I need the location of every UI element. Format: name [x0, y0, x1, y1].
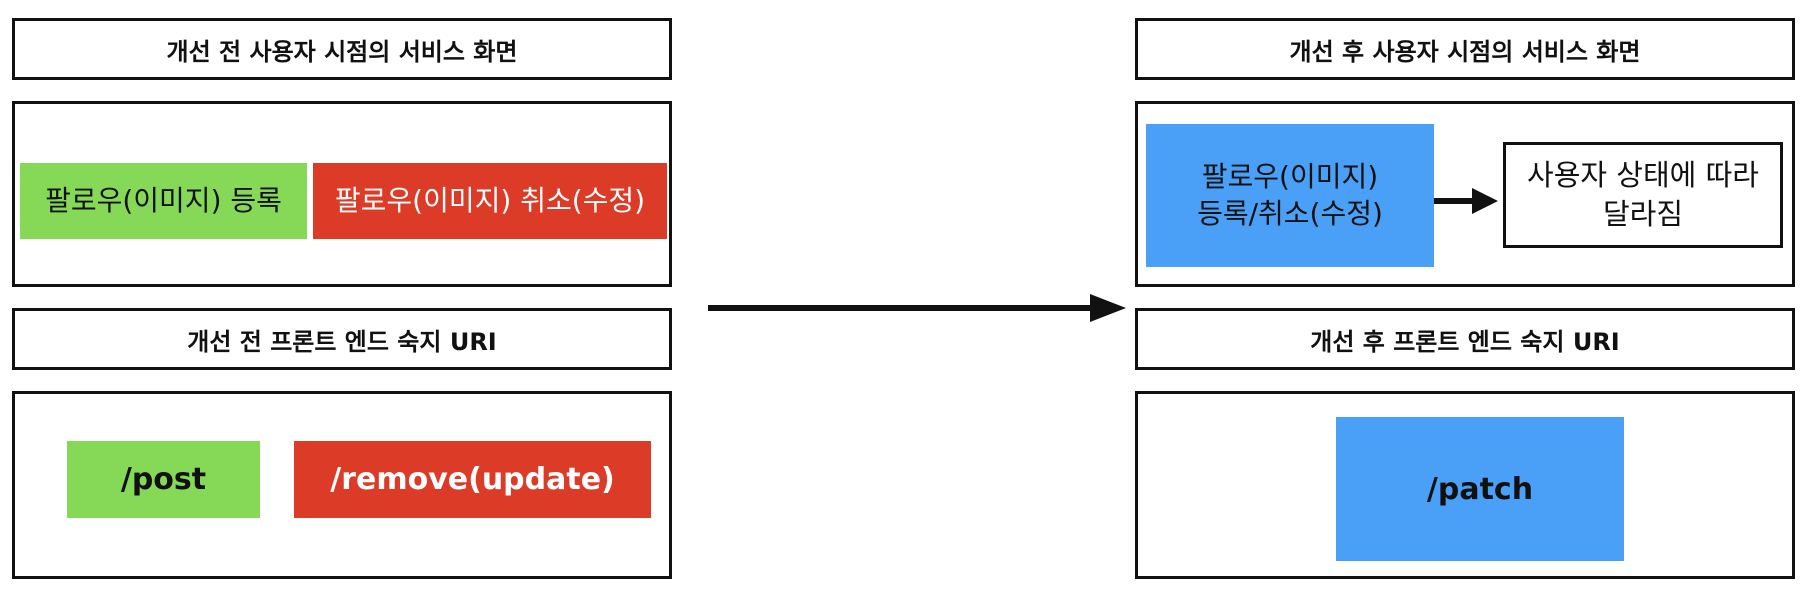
- before-screen-panel: 팔로우(이미지) 등록 팔로우(이미지) 취소(수정): [12, 101, 672, 287]
- after-uri-patch-label: /patch: [1426, 471, 1534, 507]
- before-uri-remove-label: /remove(update): [330, 462, 615, 497]
- before-uri-post-label: /post: [120, 462, 207, 497]
- before-screen-title-box: 개선 전 사용자 시점의 서비스 화면: [12, 18, 672, 80]
- before-screen-title: 개선 전 사용자 시점의 서비스 화면: [166, 37, 518, 66]
- transition-arrow: [708, 294, 1126, 322]
- before-follow-register-label: 팔로우(이미지) 등록: [45, 183, 282, 217]
- state-arrow-head: [1472, 188, 1498, 214]
- state-note-box: 사용자 상태에 따라 달라짐: [1503, 142, 1783, 248]
- after-uri-title: 개선 후 프론트 엔드 숙지 URI: [1310, 327, 1620, 356]
- before-follow-cancel-label: 팔로우(이미지) 취소(수정): [334, 183, 646, 217]
- before-uri-post-block: /post: [67, 441, 260, 518]
- before-follow-cancel-block: 팔로우(이미지) 취소(수정): [313, 163, 667, 239]
- before-uri-title: 개선 전 프론트 엔드 숙지 URI: [187, 327, 497, 356]
- before-follow-register-block: 팔로우(이미지) 등록: [20, 163, 307, 239]
- state-arrow: [1434, 188, 1498, 214]
- before-uri-panel: /post /remove(update): [12, 391, 672, 579]
- after-follow-block: 팔로우(이미지) 등록/취소(수정): [1146, 124, 1434, 267]
- after-follow-line1: 팔로우(이미지): [1201, 160, 1379, 194]
- transition-arrow-head: [1090, 294, 1126, 322]
- after-follow-line2: 등록/취소(수정): [1197, 196, 1383, 230]
- after-screen-title-box: 개선 후 사용자 시점의 서비스 화면: [1135, 18, 1795, 80]
- after-screen-panel: 팔로우(이미지) 등록/취소(수정) 사용자 상태에 따라 달라짐: [1135, 101, 1795, 287]
- after-screen-title: 개선 후 사용자 시점의 서비스 화면: [1289, 37, 1641, 66]
- after-uri-patch-block: /patch: [1336, 417, 1624, 561]
- state-note-line2: 달라짐: [1602, 197, 1684, 231]
- before-uri-remove-block: /remove(update): [294, 441, 651, 518]
- state-note-line1: 사용자 상태에 따라: [1527, 157, 1759, 192]
- after-uri-panel: /patch: [1135, 391, 1795, 579]
- after-uri-title-box: 개선 후 프론트 엔드 숙지 URI: [1135, 308, 1795, 370]
- before-uri-title-box: 개선 전 프론트 엔드 숙지 URI: [12, 308, 672, 370]
